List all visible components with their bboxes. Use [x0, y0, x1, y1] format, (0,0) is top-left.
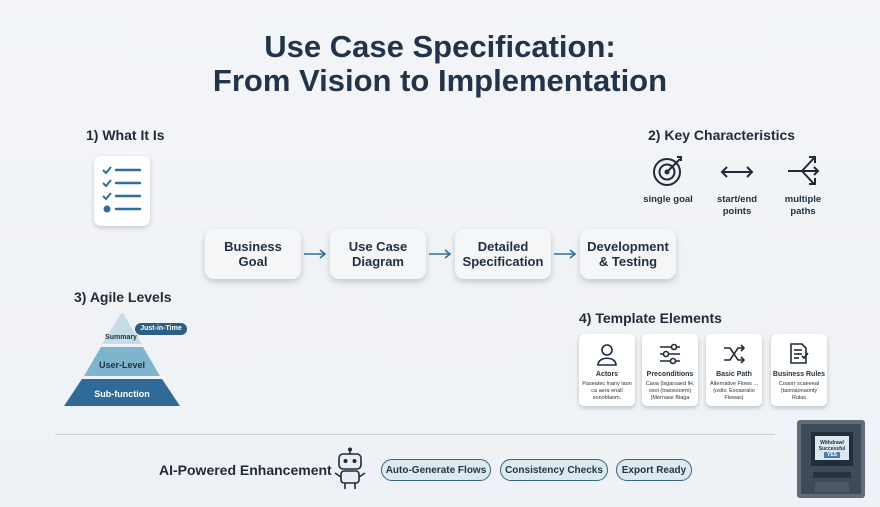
person-icon [597, 344, 617, 366]
checklist-icon [102, 166, 142, 213]
section-agile-levels: 3) Agile Levels [74, 289, 172, 305]
page-title-line2: From Vision to Implementation [212, 63, 668, 98]
divider [55, 434, 775, 435]
template-card-business-rules: Business Rules Coaorr scaeeeal (taoniaon… [771, 334, 827, 406]
checklist-card [94, 156, 150, 226]
page-title-line1: Use Case Specification: [264, 29, 616, 64]
sliders-icon [660, 343, 680, 365]
pyramid-level-user: User-Level [98, 360, 146, 370]
pyramid-level-summary: Summary [105, 334, 137, 341]
ai-enhancement-label: AI-Powered Enhancement [159, 462, 332, 478]
section-template-elements: 4) Template Elements [579, 310, 722, 326]
shuffle-icon [724, 344, 745, 364]
section-what-it-is: 1) What It Is [86, 127, 165, 143]
just-in-time-badge: Just-in-Time [135, 323, 187, 335]
robot-icon [334, 447, 366, 489]
double-arrow-icon [720, 166, 754, 178]
document-icon [790, 343, 809, 364]
template-card-preconditions: Preconditions Caoa (lsgarsaed lH, osoi (… [642, 334, 698, 406]
target-icon [653, 156, 682, 186]
branch-arrows-icon [788, 156, 820, 185]
flow-step-development-testing: Development& Testing [580, 229, 676, 279]
section-key-characteristics: 2) Key Characteristics [648, 127, 796, 143]
characteristic-label: single goal [643, 194, 693, 205]
agile-pyramid [64, 312, 180, 406]
pill-export-ready: Export Ready [616, 459, 692, 481]
atm-screen-text: Withdrawl Successful YES [818, 440, 846, 458]
pyramid-level-subfunction: Sub-function [94, 389, 150, 399]
atm-icon [797, 420, 865, 498]
pill-consistency-checks: Consistency Checks [500, 459, 608, 481]
template-card-actors: Actors Рaseatec lnany laon ca aera enall… [579, 334, 635, 406]
template-card-basic-path: Basic Path Alternative Flows ... (oslis:… [706, 334, 762, 406]
pill-auto-generate-flows: Auto-Generate Flows [381, 459, 491, 481]
